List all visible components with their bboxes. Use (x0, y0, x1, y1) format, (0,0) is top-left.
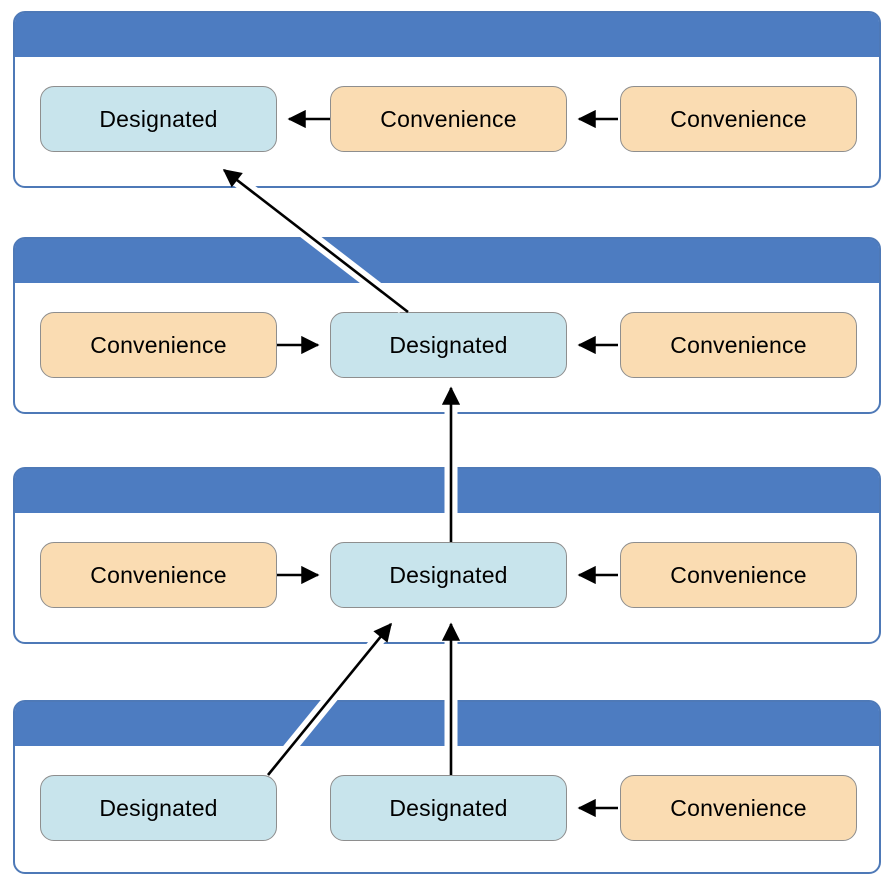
box-label: Designated (99, 794, 218, 821)
convenience-box: Convenience (620, 775, 857, 841)
panel-4: Designated Designated Convenience (13, 700, 881, 874)
panel-1: Designated Convenience Convenience (13, 11, 881, 188)
designated-box: Designated (40, 86, 277, 152)
box-label: Convenience (670, 105, 807, 132)
convenience-box: Convenience (620, 542, 857, 608)
panel-2-header-bar (15, 239, 879, 283)
designated-box: Designated (330, 542, 567, 608)
panel-1-header-bar (15, 13, 879, 57)
box-label: Convenience (90, 561, 227, 588)
designated-box: Designated (40, 775, 277, 841)
convenience-box: Convenience (620, 312, 857, 378)
box-label: Designated (389, 331, 508, 358)
convenience-box: Convenience (620, 86, 857, 152)
panel-2: Convenience Designated Convenience (13, 237, 881, 414)
panel-3: Convenience Designated Convenience (13, 467, 881, 644)
designated-box: Designated (330, 312, 567, 378)
designated-box: Designated (330, 775, 567, 841)
convenience-box: Convenience (40, 312, 277, 378)
box-label: Designated (99, 105, 218, 132)
convenience-box: Convenience (330, 86, 567, 152)
box-label: Designated (389, 561, 508, 588)
box-label: Convenience (670, 561, 807, 588)
box-label: Convenience (90, 331, 227, 358)
panel-3-header-bar (15, 469, 879, 513)
box-label: Convenience (670, 331, 807, 358)
box-label: Convenience (670, 794, 807, 821)
panel-4-header-bar (15, 702, 879, 746)
convenience-box: Convenience (40, 542, 277, 608)
box-label: Convenience (380, 105, 517, 132)
box-label: Designated (389, 794, 508, 821)
